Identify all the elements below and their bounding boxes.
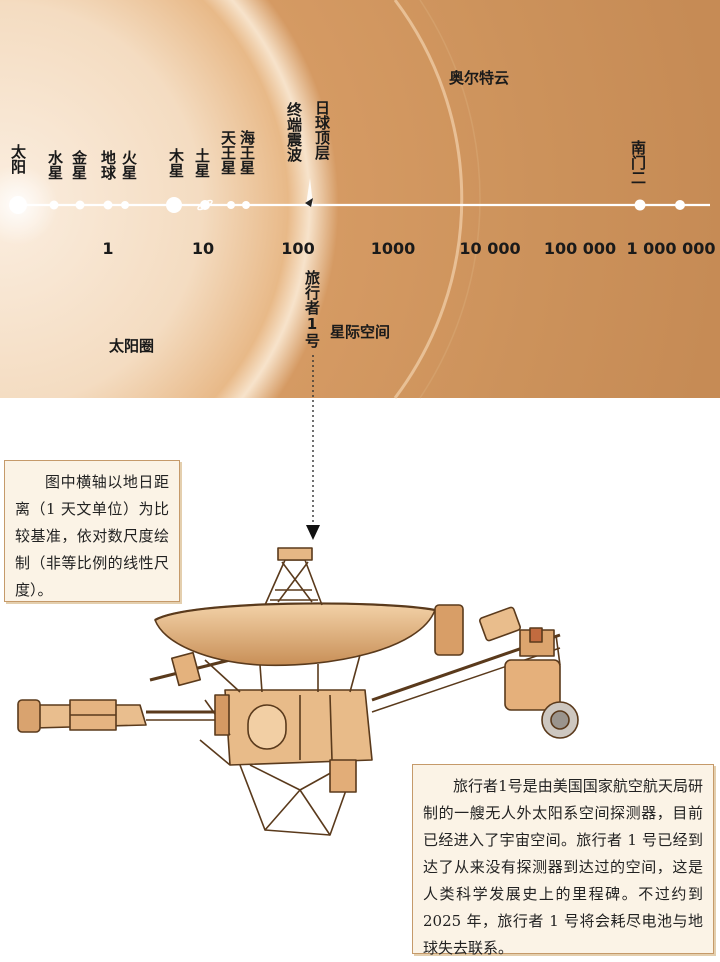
planet-dot-neptune — [242, 201, 250, 209]
label-jupiter: 木星 — [167, 148, 185, 178]
label-earth: 地球 — [99, 150, 117, 180]
axis-tick-1000000: 1 000 000 — [626, 239, 716, 258]
voyager-leader-arrow — [306, 525, 320, 540]
label-uranus: 天王星 — [219, 130, 237, 175]
axis-tick-100: 100 — [281, 239, 315, 258]
label-mercury: 水星 — [46, 150, 64, 180]
label-voyager: 旅行者1号 — [303, 270, 321, 348]
planet-dot-saturn — [200, 200, 210, 210]
axis-tick-1: 1 — [102, 239, 114, 258]
planet-dot-sun — [9, 196, 27, 214]
voyager-marker — [305, 198, 313, 207]
heliosphere-background — [0, 0, 720, 398]
label-interstellar-space: 星际空间 — [330, 323, 391, 341]
oort-arc-outer — [419, 0, 481, 399]
label-heliosphere: 太阳圈 — [109, 337, 155, 355]
axis-tick-10: 10 — [191, 239, 215, 258]
label-alpha-centauri: 南门二 — [629, 140, 647, 185]
planet-dot-earth — [103, 200, 113, 210]
voyager-note-text: 旅行者1号是由美国国家航空航天局研制的一艘无人外太阳系空间探测器，目前已经进入了… — [423, 777, 703, 957]
planet-dot-mars — [121, 201, 129, 209]
label-venus: 金星 — [70, 150, 88, 180]
saturn-ring — [197, 199, 213, 211]
axis-tick-10000: 10 000 — [459, 239, 521, 258]
label-termination-shock: 终端震波 — [285, 102, 303, 162]
axis-tick-1000: 1000 — [370, 239, 416, 258]
axis-note-box: 图中横轴以地日距离（1 天文单位）为比较基准，依对数尺度绘制（非等比例的线性尺度… — [4, 460, 180, 602]
label-heliopause: 日球顶层 — [313, 100, 331, 160]
voyager-spacecraft-illustration — [17, 547, 579, 836]
label-mars: 火星 — [120, 150, 138, 180]
label-saturn: 土星 — [193, 148, 211, 178]
label-oort-cloud: 奥尔特云 — [449, 69, 510, 87]
planet-dot-mercury — [49, 200, 59, 210]
planet-dot-jupiter — [166, 197, 182, 213]
axis-tick-100000: 100 000 — [543, 239, 617, 258]
heliopause-pointer — [306, 178, 313, 205]
planet-dot-alpha-centauri-b — [675, 200, 685, 210]
label-sun: 太阳 — [9, 144, 27, 174]
planet-dot-venus — [75, 200, 85, 210]
voyager-note-box: 旅行者1号是由美国国家航空航天局研制的一艘无人外太阳系空间探测器，目前已经进入了… — [412, 764, 714, 957]
axis-note-text: 图中横轴以地日距离（1 天文单位）为比较基准，依对数尺度绘制（非等比例的线性尺度… — [15, 473, 169, 599]
planet-dot-alpha-centauri — [634, 199, 646, 211]
oort-arc — [393, 0, 464, 399]
label-neptune: 海王星 — [238, 130, 256, 175]
planet-dot-uranus — [227, 201, 235, 209]
